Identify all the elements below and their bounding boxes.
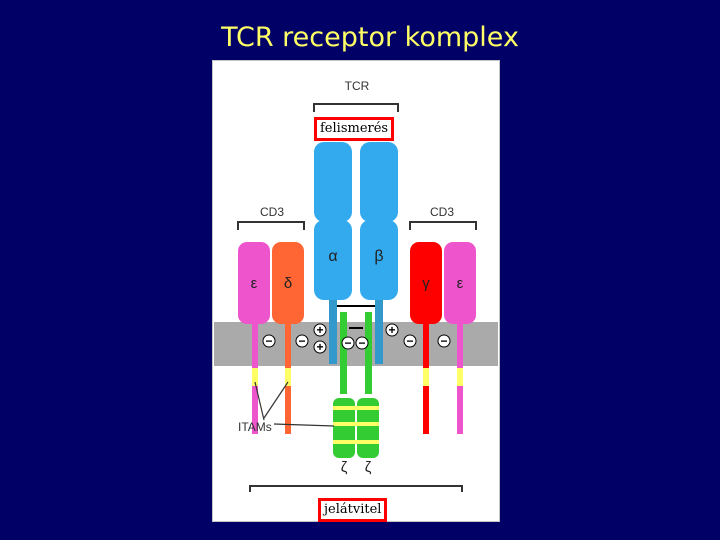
- cd3-delta-chain: [272, 242, 304, 324]
- epsilon-left-label: ε: [251, 275, 258, 292]
- alpha-stalk: [329, 300, 337, 364]
- charge-minus: −: [344, 336, 351, 350]
- cd3-left-label: CD3: [260, 205, 284, 219]
- epsilon-right-label: ε: [457, 275, 464, 292]
- recognition-callout: felismerés: [314, 117, 395, 141]
- cd3-epsilon-right-chain: [444, 242, 476, 324]
- gamma-label: γ: [422, 275, 430, 292]
- slide-title: TCR receptor komplex: [221, 22, 519, 53]
- charge-minus: −: [265, 334, 272, 348]
- signaling-bracket: [249, 485, 463, 492]
- tcr-bracket: [313, 103, 399, 112]
- cd3-epsilon-left-chain: [238, 242, 270, 324]
- cd3-right-label: CD3: [430, 205, 454, 219]
- itam-delta: [285, 368, 291, 386]
- itam-epsilon-right: [457, 368, 463, 386]
- itam-zeta-3: [333, 440, 379, 444]
- itams-pointer-lines: [254, 381, 335, 427]
- charge-minus: −: [440, 334, 447, 348]
- itams-label: ITAMs: [238, 420, 272, 434]
- signaling-callout: jelátvitel: [318, 498, 388, 522]
- beta-label: β: [374, 248, 383, 265]
- cd3-right-bracket: [409, 221, 477, 230]
- tcr-alpha-chain-lower: [314, 220, 352, 300]
- beta-stalk: [375, 300, 383, 364]
- tcr-beta-chain-upper: [360, 142, 398, 222]
- charge-minus: −: [298, 334, 305, 348]
- itam-zeta-2: [333, 422, 379, 426]
- zeta-right-stalk: [365, 312, 372, 394]
- charge-plus: +: [316, 340, 323, 354]
- cd3-left-bracket: [237, 221, 305, 230]
- cd3-gamma-chain: [410, 242, 442, 324]
- tcr-beta-chain-lower: [360, 220, 398, 300]
- charge-minus: −: [358, 336, 365, 350]
- delta-label: δ: [284, 275, 292, 292]
- itam-epsilon-left: [252, 368, 258, 386]
- tcr-label: TCR: [345, 79, 370, 93]
- zeta-left-stalk: [340, 312, 347, 394]
- charge-plus: +: [388, 323, 395, 337]
- itam-zeta-1: [333, 406, 379, 410]
- charge-minus: −: [406, 334, 413, 348]
- alpha-label: α: [328, 248, 337, 265]
- itam-gamma: [423, 368, 429, 386]
- charge-symbols: [262, 323, 451, 354]
- charge-plus: +: [316, 323, 323, 337]
- tcr-alpha-chain-upper: [314, 142, 352, 222]
- zeta-left-label: ζ: [341, 459, 348, 476]
- zeta-right-label: ζ: [365, 459, 372, 476]
